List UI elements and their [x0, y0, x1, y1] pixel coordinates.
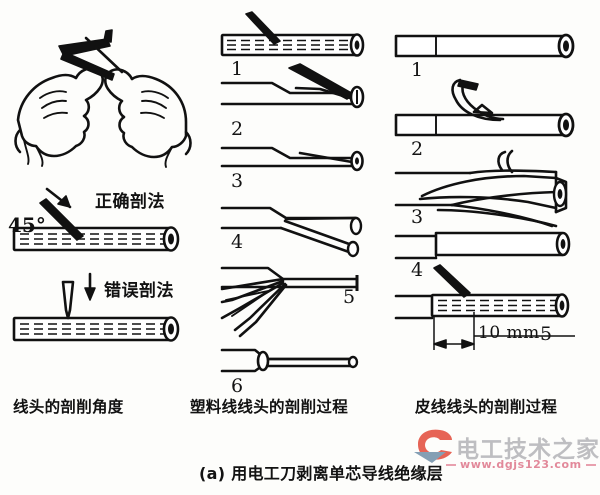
- plastic-step-5: [220, 266, 359, 338]
- direction-arrow-correct: [45, 187, 72, 209]
- knife-icon-step1: [245, 11, 281, 45]
- column-label-sheathed-wire: 皮线线头的剖削过程: [415, 398, 558, 416]
- left-hand: [14, 67, 104, 167]
- dimension-10mm-label: 10 mm: [478, 323, 540, 343]
- knife-blade-45deg: [39, 198, 84, 241]
- sheathed-step-number-3: 3: [411, 206, 424, 228]
- plastic-step-2: [220, 63, 365, 109]
- plastic-step-number-6: 6: [231, 375, 244, 397]
- plastic-step-number-4: 4: [231, 231, 244, 253]
- plastic-step-number-2: 2: [231, 118, 244, 140]
- plastic-step-number-5: 5: [343, 286, 356, 308]
- sheathed-step-1: [394, 33, 575, 59]
- watermark-logo-icon: [414, 429, 452, 463]
- wire-in-hands: [84, 36, 124, 74]
- knife-blade-vertical: [61, 280, 75, 320]
- wire-hatched-correct: [12, 226, 180, 252]
- sheathed-step-number-2: 2: [411, 138, 424, 160]
- column-label-plastic-wire: 塑料线线头的剖削过程: [190, 398, 349, 416]
- sheathed-step-4: [394, 231, 571, 260]
- plastic-step-3: [220, 146, 364, 172]
- direction-arrow-wrong: [84, 272, 96, 301]
- plastic-step-1: [220, 11, 365, 57]
- hands-with-knife-illustration: [14, 29, 192, 168]
- correct-method-label: 正确剖法: [95, 192, 165, 212]
- dimension-10mm: [433, 312, 575, 350]
- knife-icon-step5: [433, 264, 471, 298]
- sheathed-step-number-5: 5: [540, 323, 553, 345]
- sheathed-step-number-1: 1: [411, 59, 424, 81]
- right-hand: [104, 68, 192, 168]
- column-label-angle: 线头的剖削角度: [13, 398, 124, 416]
- angle-45-label: 45°: [8, 213, 46, 237]
- plastic-step-6: [220, 348, 359, 373]
- correct-method-diagram: [12, 187, 180, 252]
- wrong-method-label: 错误剖法: [104, 281, 174, 301]
- sheathed-step-3: [394, 149, 568, 228]
- plastic-step-number-1: 1: [231, 58, 244, 80]
- sheathed-step-2: [394, 78, 575, 138]
- figure-caption: (a) 用电工刀剥离单芯导线绝缘层: [199, 464, 444, 483]
- wire-hatched-wrong: [12, 316, 180, 342]
- plastic-step-number-3: 3: [231, 170, 244, 192]
- wrong-method-diagram: [12, 272, 180, 342]
- plastic-step-4: [220, 206, 363, 258]
- sheathed-step-5: [394, 264, 575, 350]
- sheathed-step-number-4: 4: [411, 259, 424, 281]
